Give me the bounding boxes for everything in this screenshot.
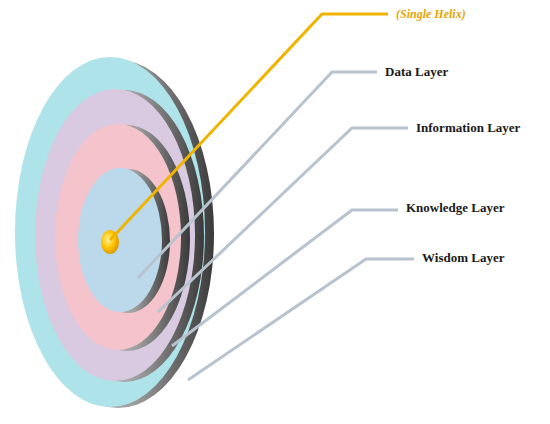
- leader-line: [172, 210, 398, 346]
- leader-line: [110, 14, 388, 240]
- leader-line: [158, 128, 408, 312]
- leader-line: [188, 259, 414, 380]
- layer-label: Data Layer: [385, 63, 448, 81]
- data-core: [78, 168, 162, 312]
- layer-label: Wisdom Layer: [422, 249, 504, 267]
- layer-label: (Single Helix): [396, 5, 466, 23]
- wisdom-ring: [15, 57, 205, 407]
- leader-line: [138, 72, 377, 278]
- layer-label: Knowledge Layer: [406, 199, 505, 217]
- information-ring: [55, 124, 181, 350]
- layer-label: Information Layer: [416, 119, 520, 137]
